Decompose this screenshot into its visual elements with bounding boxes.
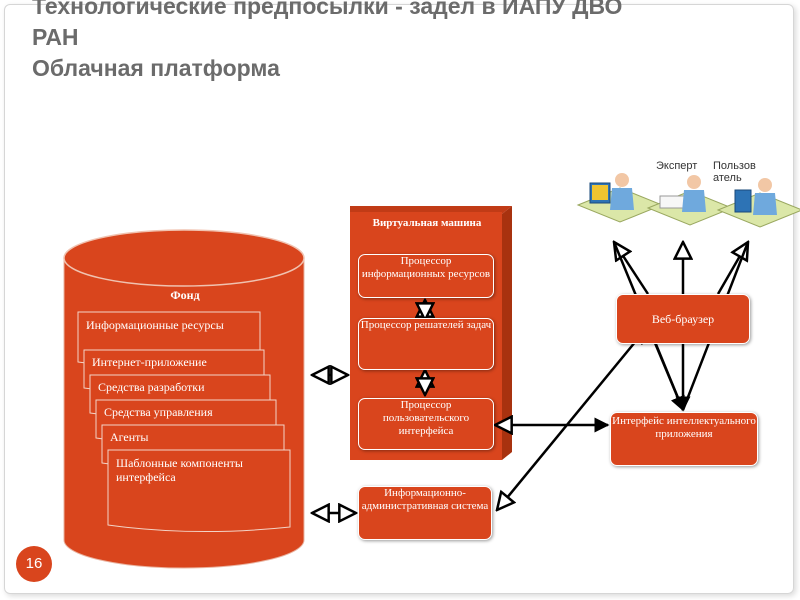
computer-user-icon-2 [646,175,734,226]
fond-cards [77,311,291,533]
role-user: Пользователь [713,160,756,184]
app-interface-label: Интерфейс интеллектуального приложения [612,415,756,440]
processor-solvers: Процессор решателей задач [358,318,494,370]
web-browser-box: Веб-браузер [616,294,750,344]
title-line-1: Технологические предпосылки - задел в ИА… [32,0,623,19]
role-expert: Эксперт [656,160,698,172]
vm-label: Виртуальная машина [372,217,482,229]
app-interface-box: Интерфейс интеллектуального приложения [610,412,758,466]
processor-information-resources: Процессор информационных ресурсов [358,254,494,298]
processor-solvers-label: Процессор решателей задач [360,319,492,331]
fond-card-ui-templates: Шаблонные компоненты интерфейса [116,456,243,484]
fond-card-agents: Агенты [110,430,149,444]
admin-system-label: Информационно-административная система [361,487,489,512]
web-browser-label: Веб-браузер [651,312,715,326]
processor-information-resources-label: Процессор информационных ресурсов [361,255,491,280]
admin-system-box: Информационно-административная система [358,486,492,540]
fond-card-internet-application: Интернет-приложение [92,355,207,369]
slide-title: Технологические предпосылки - задел в ИА… [32,0,772,84]
title-line-2: РАН [32,24,79,50]
processor-user-interface: Процессор пользовательского интерфейса [358,398,494,450]
fond-card-information-resources: Информационные ресурсы [86,318,224,332]
slide-subtitle: Облачная платформа [32,55,280,81]
fond-label: Фонд [170,288,200,302]
computer-user-icon-3 [716,178,800,228]
processor-user-interface-label: Процессор пользовательского интерфейса [382,399,470,437]
fond-card-dev-tools: Средства разработки [98,380,205,394]
slide-frame [4,4,794,594]
page-number-badge: 16 [16,546,52,582]
fond-card-management-tools: Средства управления [104,405,213,419]
computer-user-icon-1 [576,173,664,223]
